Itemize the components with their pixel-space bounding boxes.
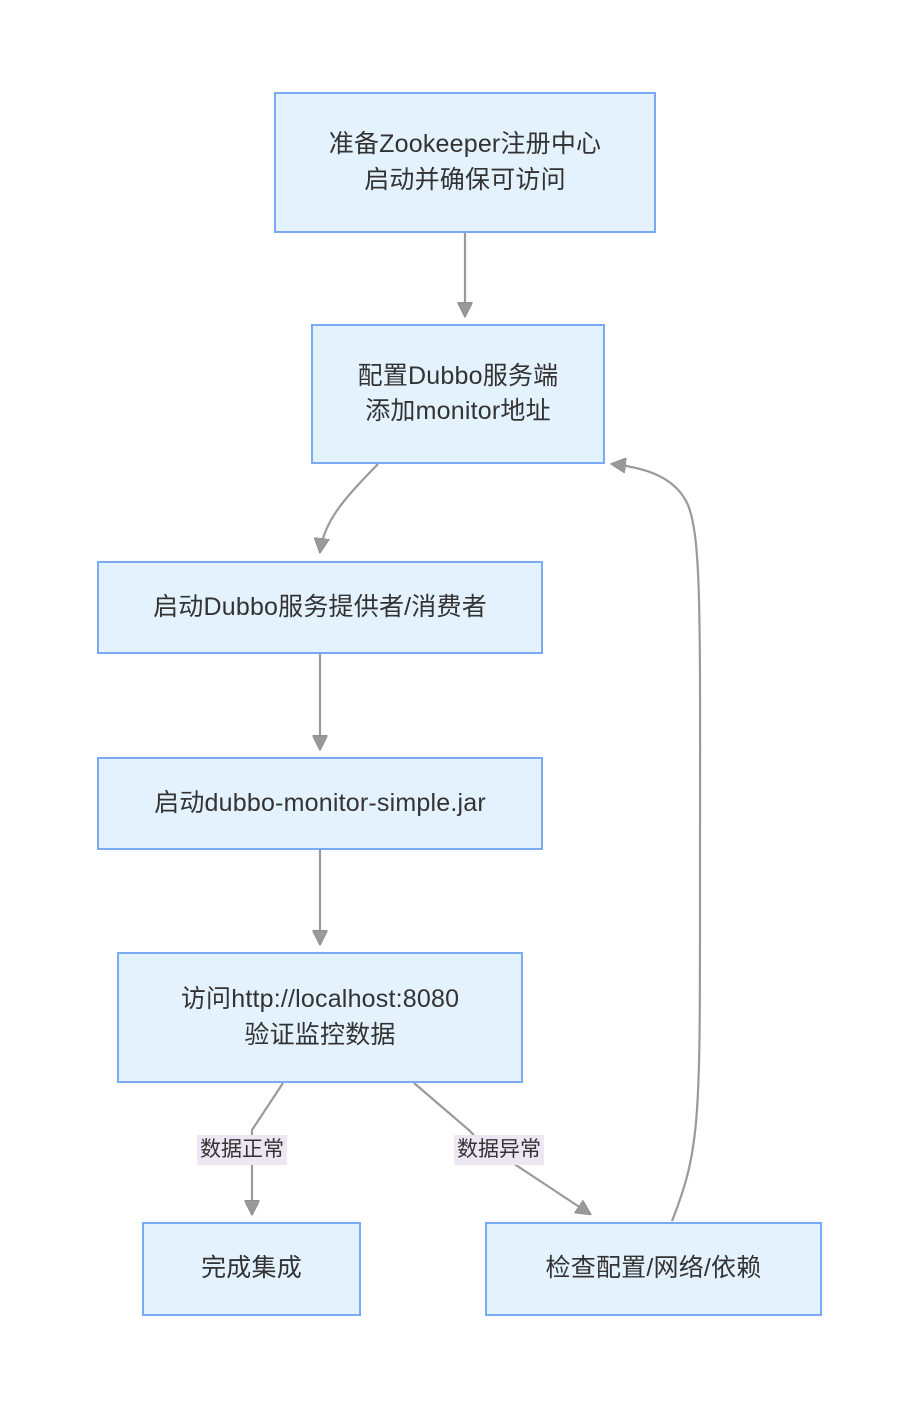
node-verify-monitor[interactable]: 访问http://localhost:8080 验证监控数据 [117, 952, 523, 1083]
edge-label-data-normal: 数据正常 [197, 1135, 287, 1166]
node-start-provider[interactable]: 启动Dubbo服务提供者/消费者 [97, 561, 543, 654]
node-prepare-zookeeper-label: 准备Zookeeper注册中心 启动并确保可访问 [328, 130, 602, 194]
node-finish[interactable]: 完成集成 [142, 1222, 361, 1316]
edge-configure-to-provider [320, 463, 379, 552]
node-configure-dubbo[interactable]: 配置Dubbo服务端 添加monitor地址 [311, 324, 605, 464]
node-verify-monitor-label: 访问http://localhost:8080 验证监控数据 [180, 985, 460, 1049]
node-start-provider-label: 启动Dubbo服务提供者/消费者 [153, 592, 487, 621]
node-start-monitor-jar-label: 启动dubbo-monitor-simple.jar [154, 788, 486, 817]
node-configure-dubbo-label: 配置Dubbo服务端 添加monitor地址 [357, 361, 559, 426]
node-check-config[interactable]: 检查配置/网络/依赖 [485, 1222, 822, 1316]
node-start-monitor-jar[interactable]: 启动dubbo-monitor-simple.jar [97, 757, 543, 850]
node-prepare-zookeeper[interactable]: 准备Zookeeper注册中心 启动并确保可访问 [274, 92, 656, 233]
edge-checkconfig-to-configure [612, 464, 702, 1222]
edge-label-data-abnormal: 数据异常 [454, 1135, 544, 1166]
node-finish-label: 完成集成 [201, 1254, 302, 1283]
node-check-config-label: 检查配置/网络/依赖 [545, 1254, 762, 1283]
